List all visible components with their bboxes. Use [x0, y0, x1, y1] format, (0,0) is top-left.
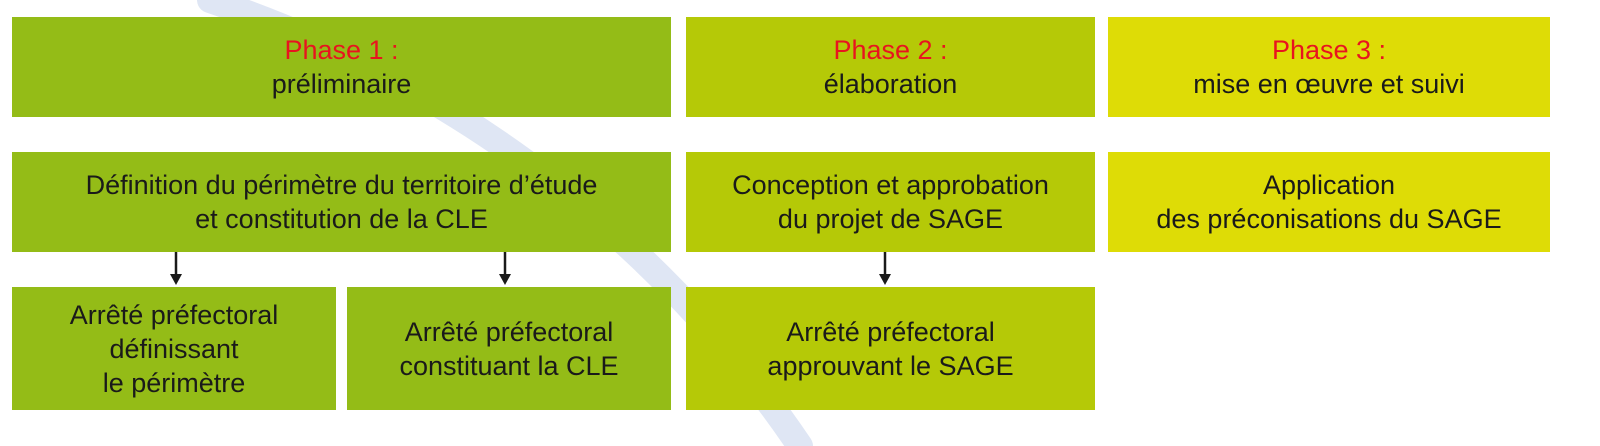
decree-text-line: approuvant le SAGE: [767, 350, 1014, 381]
decree-text-line: Arrêté préfectoral: [404, 316, 614, 347]
step-text-line: du projet de SAGE: [777, 204, 1004, 234]
arrow-down-icon: [879, 252, 891, 285]
arrow-down-icon: [499, 252, 511, 285]
decree-text-line: le périmètre: [102, 367, 246, 398]
phase-3-header: Phase 3 : mise en œuvre et suivi: [1108, 17, 1550, 117]
phase-2-header: Phase 2 : élaboration: [686, 17, 1095, 117]
step-definition-perimetre: Définition du périmètre du territoire d’…: [12, 152, 671, 252]
step-text-line: Définition du périmètre du territoire d’…: [85, 170, 598, 200]
phase-2-label: Phase 2 :: [833, 35, 948, 65]
step-conception-approbation: Conception et approbation du projet de S…: [686, 152, 1095, 252]
phase-2-name: élaboration: [823, 69, 958, 99]
decree-text-line: Arrêté préfectoral: [786, 316, 995, 347]
decree-cle: Arrêté préfectoral constituant la CLE: [347, 287, 671, 410]
step-application: Application des préconisations du SAGE: [1108, 152, 1550, 252]
decree-perimetre: Arrêté préfectoral définissant le périmè…: [12, 287, 336, 410]
decree-text-line: Arrêté préfectoral: [69, 299, 279, 330]
phase-1-name: préliminaire: [271, 69, 412, 99]
decree-text-line: constituant la CLE: [399, 350, 619, 381]
phase-1-header: Phase 1 : préliminaire: [12, 17, 671, 117]
phase-3-name: mise en œuvre et suivi: [1193, 69, 1465, 99]
step-text-line: des préconisations du SAGE: [1156, 204, 1502, 234]
decree-text-line: définissant: [109, 333, 239, 364]
step-text-line: Application: [1262, 170, 1396, 200]
phase-1-label: Phase 1 :: [284, 35, 399, 65]
decree-sage: Arrêté préfectoral approuvant le SAGE: [686, 287, 1095, 410]
step-text-line: et constitution de la CLE: [195, 204, 488, 234]
phase-3-label: Phase 3 :: [1271, 35, 1387, 65]
step-text-line: Conception et approbation: [732, 170, 1049, 200]
arrow-down-icon: [170, 252, 182, 285]
